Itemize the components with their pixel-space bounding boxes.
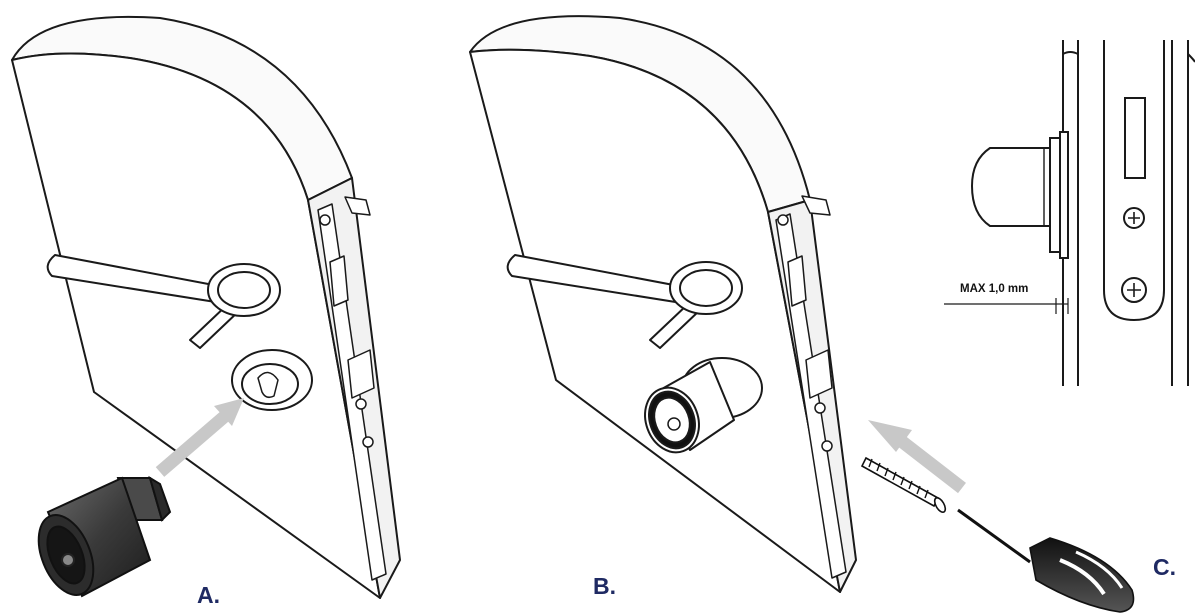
panel-c-detail: [944, 40, 1195, 386]
cylinder-icon: [37, 475, 172, 598]
arrow-icon: [155, 398, 244, 477]
panel-b-door: [469, 15, 857, 593]
panel-a-door: [11, 15, 401, 599]
screw-icon: [860, 456, 947, 514]
step-label-b: B.: [593, 573, 616, 599]
step-label-a: A.: [197, 582, 220, 608]
arrow-icon: [868, 420, 966, 494]
step-label-c: C.: [1153, 554, 1176, 580]
screwdriver-icon: [957, 508, 1135, 613]
dimension-label: MAX 1,0 mm: [960, 283, 1029, 295]
